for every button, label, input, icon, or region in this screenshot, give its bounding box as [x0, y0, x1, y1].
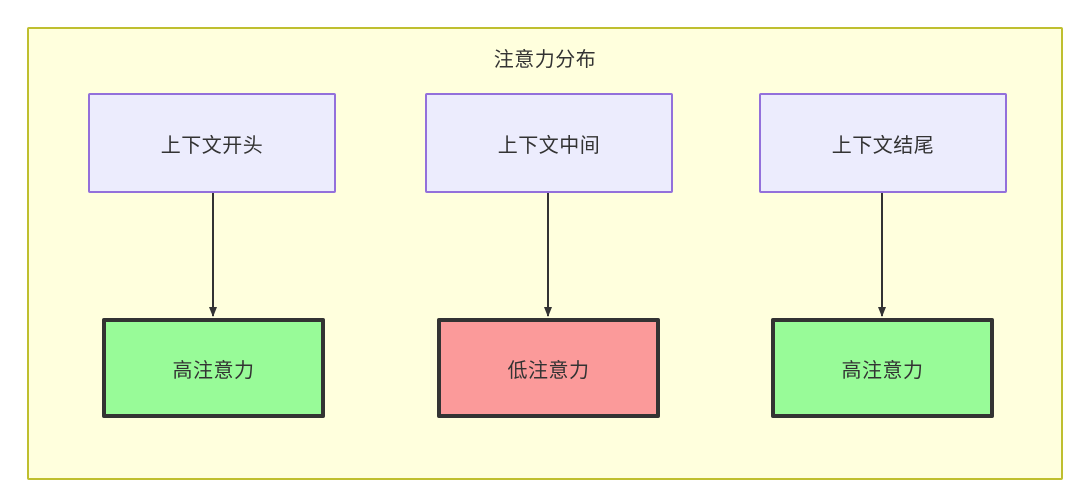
node-context-middle[interactable]: 上下文中间 — [425, 93, 673, 193]
node-high-attention-start[interactable]: 高注意力 — [102, 318, 325, 418]
node-context-start-label: 上下文开头 — [160, 134, 264, 157]
node-high-attention-end-label: 高注意力 — [841, 359, 924, 382]
node-high-attention-end[interactable]: 高注意力 — [771, 318, 994, 418]
node-low-attention-middle-label: 低注意力 — [507, 359, 590, 382]
node-high-attention-start-label: 高注意力 — [172, 359, 255, 382]
node-context-middle-label: 上下文中间 — [497, 134, 601, 157]
node-context-start[interactable]: 上下文开头 — [88, 93, 336, 193]
node-low-attention-middle[interactable]: 低注意力 — [437, 318, 660, 418]
node-context-end[interactable]: 上下文结尾 — [759, 93, 1007, 193]
node-context-end-label: 上下文结尾 — [831, 134, 935, 157]
diagram-title: 注意力分布 — [493, 49, 597, 71]
